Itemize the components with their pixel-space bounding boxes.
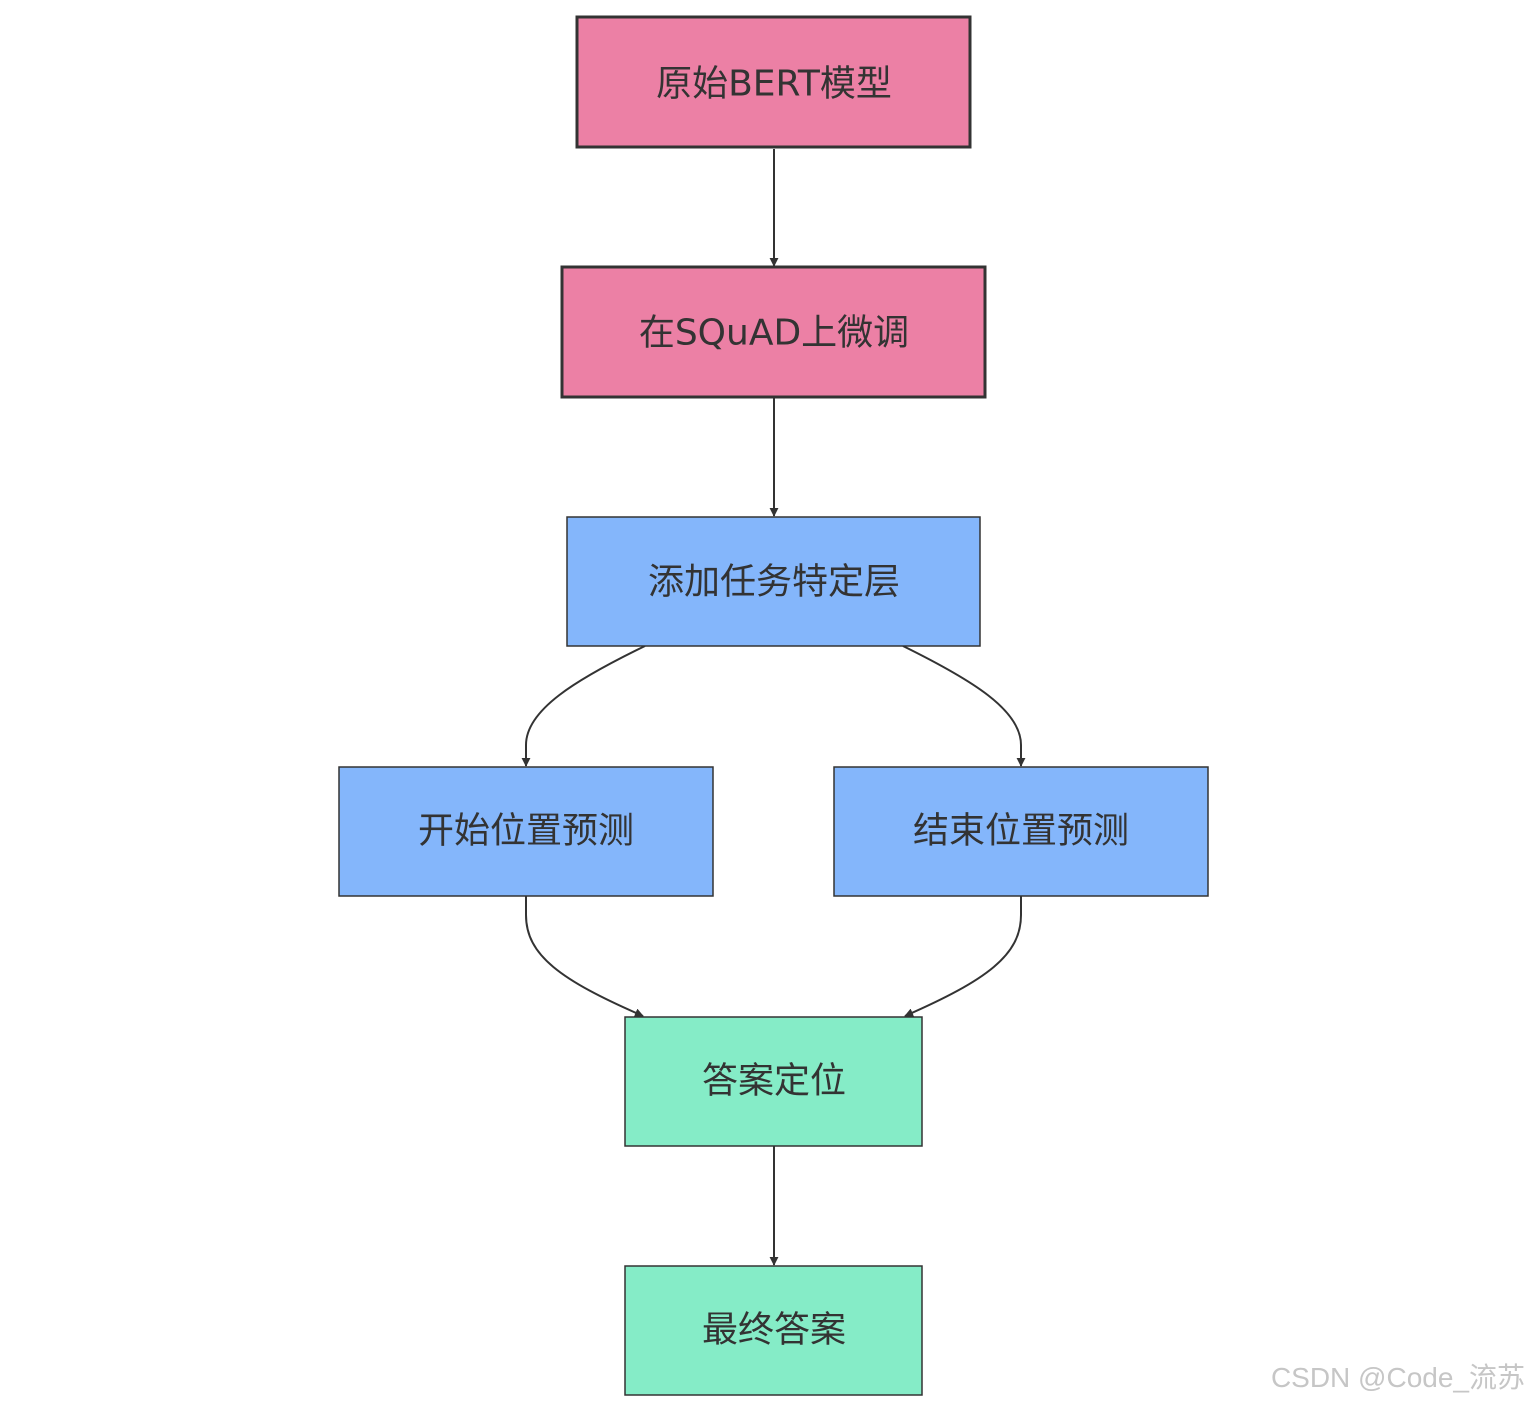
edge-task-layer-to-start-pred bbox=[521, 645, 646, 767]
node-start-pred-label: 开始位置预测 bbox=[418, 811, 634, 852]
node-locate-box bbox=[624, 1016, 923, 1147]
node-squad-label: 在SQuAD上微调 bbox=[639, 313, 909, 354]
edge-task-layer-to-end-pred bbox=[902, 645, 1026, 767]
node-end-pred-label: 结束位置预测 bbox=[913, 811, 1129, 852]
edges bbox=[521, 149, 1026, 1266]
node-final-box bbox=[624, 1265, 923, 1396]
node-start-pred-box bbox=[338, 766, 714, 897]
edge-end-pred-to-locate bbox=[904, 896, 1022, 1017]
node-squad-box bbox=[560, 265, 987, 399]
watermark: CSDN @Code_流苏 bbox=[1270, 1362, 1525, 1393]
node-start-pred: 开始位置预测 bbox=[338, 766, 714, 897]
node-squad: 在SQuAD上微调 bbox=[560, 265, 987, 399]
node-bert: 原始BERT模型 bbox=[575, 15, 972, 149]
node-task-layer-label: 添加任务特定层 bbox=[648, 562, 900, 603]
node-bert-label: 原始BERT模型 bbox=[656, 64, 892, 105]
node-locate: 答案定位 bbox=[624, 1016, 923, 1147]
edge-start-pred-to-locate bbox=[525, 896, 644, 1017]
node-bert-box bbox=[575, 15, 972, 149]
node-task-layer: 添加任务特定层 bbox=[566, 516, 981, 647]
node-locate-label: 答案定位 bbox=[702, 1061, 846, 1102]
node-end-pred-box bbox=[833, 766, 1209, 897]
node-end-pred: 结束位置预测 bbox=[833, 766, 1209, 897]
node-task-layer-box bbox=[566, 516, 981, 647]
node-final-label: 最终答案 bbox=[702, 1310, 846, 1351]
node-final: 最终答案 bbox=[624, 1265, 923, 1396]
